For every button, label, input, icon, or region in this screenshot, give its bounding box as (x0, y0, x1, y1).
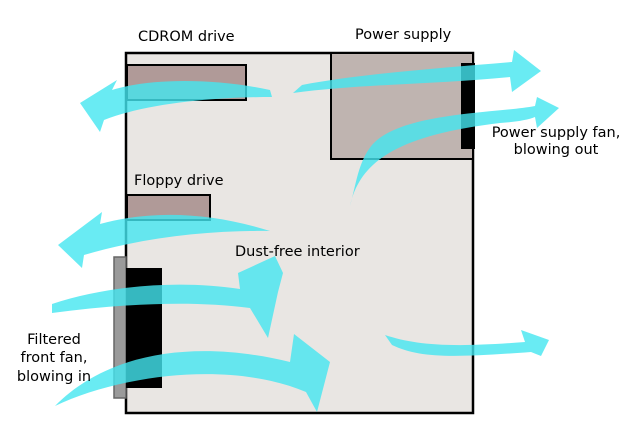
airflow-arrow-cdrom-out (80, 80, 272, 132)
floppy-drive-label: Floppy drive (134, 173, 224, 189)
front-fan-label-line3: blowing in (17, 369, 91, 385)
airflow-arrow-case-exit-right (385, 330, 549, 356)
airflow-arrows (52, 50, 559, 412)
psu-fan-label-line1: Power supply fan, (492, 125, 621, 141)
airflow-arrow-psu-top-out (293, 50, 541, 93)
interior-label: Dust-free interior (235, 244, 360, 260)
airflow-arrow-psu-lower-out (350, 97, 559, 206)
airflow-arrow-intake-upper (52, 256, 283, 338)
front-fan-label-line1: Filtered (27, 332, 81, 348)
airflow-arrow-floppy-out (58, 212, 270, 268)
cdrom-drive-label: CDROM drive (138, 29, 235, 45)
airflow-arrow-intake-lower (55, 334, 330, 412)
psu-fan-label-line2: blowing out (514, 142, 599, 158)
front-fan-label-line2: front fan, (21, 350, 88, 366)
power-supply-label: Power supply (355, 27, 452, 43)
